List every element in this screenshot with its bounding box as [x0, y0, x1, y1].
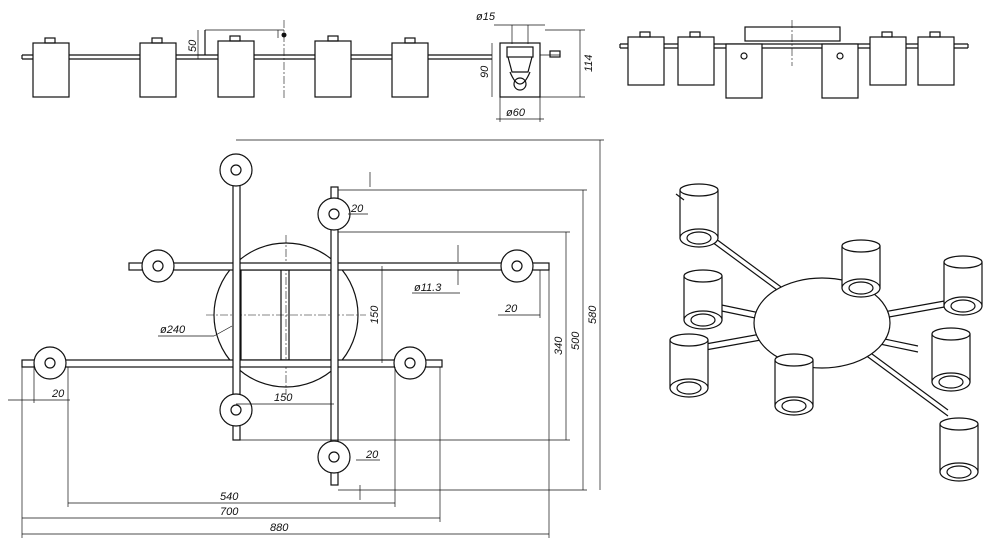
dim-50: 50: [187, 39, 199, 52]
dim-880: 880: [270, 522, 289, 534]
dim-20-left: 20: [51, 388, 65, 400]
dim-114: 114: [583, 54, 595, 72]
plan-view: 20 ø11.3 20 150 ø240 340 500 580 20: [8, 139, 604, 538]
dim-500: 500: [570, 331, 582, 350]
front-view: 50 ø15 90 114 ø60: [21, 11, 595, 122]
dim-20-bottom: 20: [365, 449, 379, 461]
dim-150-vertical: 150: [369, 305, 381, 324]
dim-580: 580: [587, 305, 599, 324]
dim-150-horizontal: 150: [274, 392, 293, 404]
dim-700: 700: [220, 506, 239, 518]
dim-d11: ø11.3: [414, 282, 442, 294]
dim-d240: ø240: [160, 324, 186, 336]
dim-d15: ø15: [476, 11, 496, 23]
dim-20-right: 20: [504, 303, 518, 315]
dim-340: 340: [553, 336, 565, 355]
perspective-view: [669, 183, 983, 482]
side-view: [619, 20, 969, 99]
dim-20-top: 20: [350, 203, 364, 215]
dim-540: 540: [220, 491, 239, 503]
dim-90: 90: [479, 65, 491, 78]
dim-d60: ø60: [506, 107, 526, 119]
